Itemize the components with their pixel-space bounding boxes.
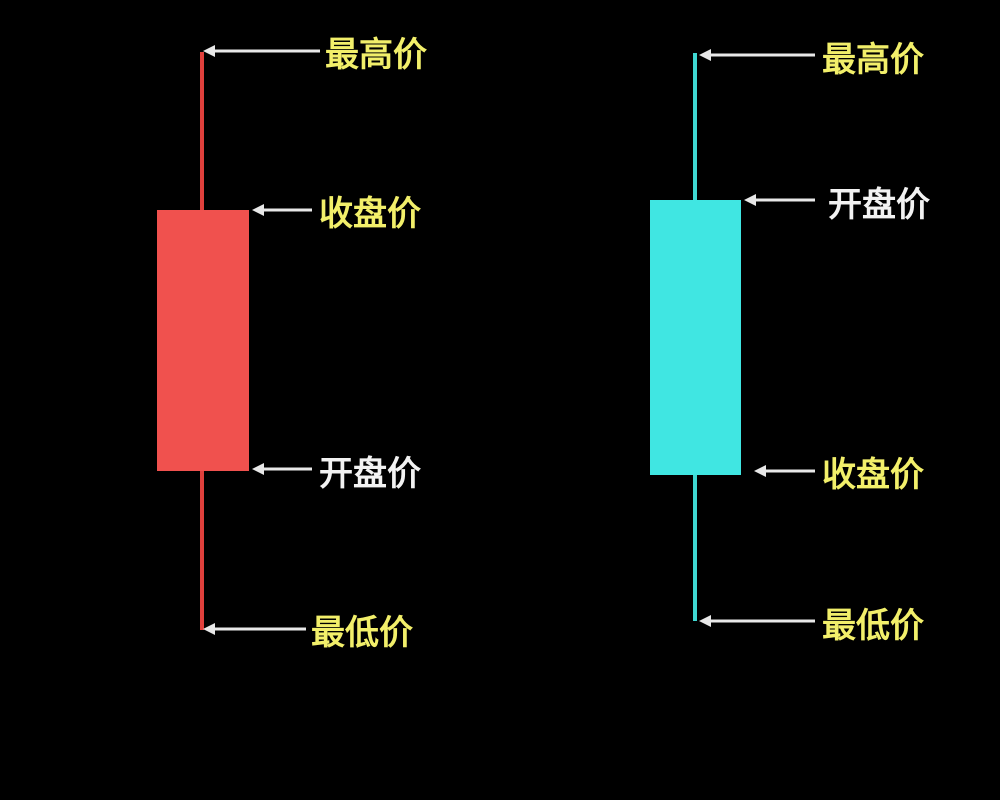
bearish-low-label: 最低价 bbox=[822, 606, 924, 646]
bearish-labels: 最高价 开盘价 收盘价 最低价 bbox=[822, 40, 930, 646]
bearish-high-arrow bbox=[699, 49, 815, 61]
bullish-body bbox=[157, 210, 249, 471]
bearish-high-label: 最高价 bbox=[822, 40, 924, 80]
bearish-arrows bbox=[699, 49, 815, 627]
bullish-close-label: 收盘价 bbox=[319, 194, 421, 234]
bearish-low-arrow bbox=[699, 615, 815, 627]
bullish-candle bbox=[157, 52, 249, 630]
bearish-body-bottom-arrow bbox=[754, 465, 815, 477]
bullish-body-top-arrow bbox=[252, 204, 312, 216]
bearish-candle bbox=[650, 53, 741, 621]
bullish-body-bottom-arrow bbox=[252, 463, 312, 475]
bullish-high-label: 最高价 bbox=[325, 35, 427, 75]
bearish-close-label: 收盘价 bbox=[822, 455, 924, 495]
bullish-labels: 最高价 收盘价 开盘价 最低价 bbox=[311, 35, 427, 653]
bullish-arrows bbox=[203, 45, 320, 635]
bullish-open-label: 开盘价 bbox=[319, 454, 421, 494]
bullish-low-label: 最低价 bbox=[311, 613, 413, 653]
bearish-body bbox=[650, 200, 741, 475]
bearish-open-label: 开盘价 bbox=[828, 185, 930, 225]
bullish-low-arrow bbox=[203, 623, 306, 635]
bearish-body-top-arrow bbox=[744, 194, 815, 206]
bullish-high-arrow bbox=[203, 45, 320, 57]
